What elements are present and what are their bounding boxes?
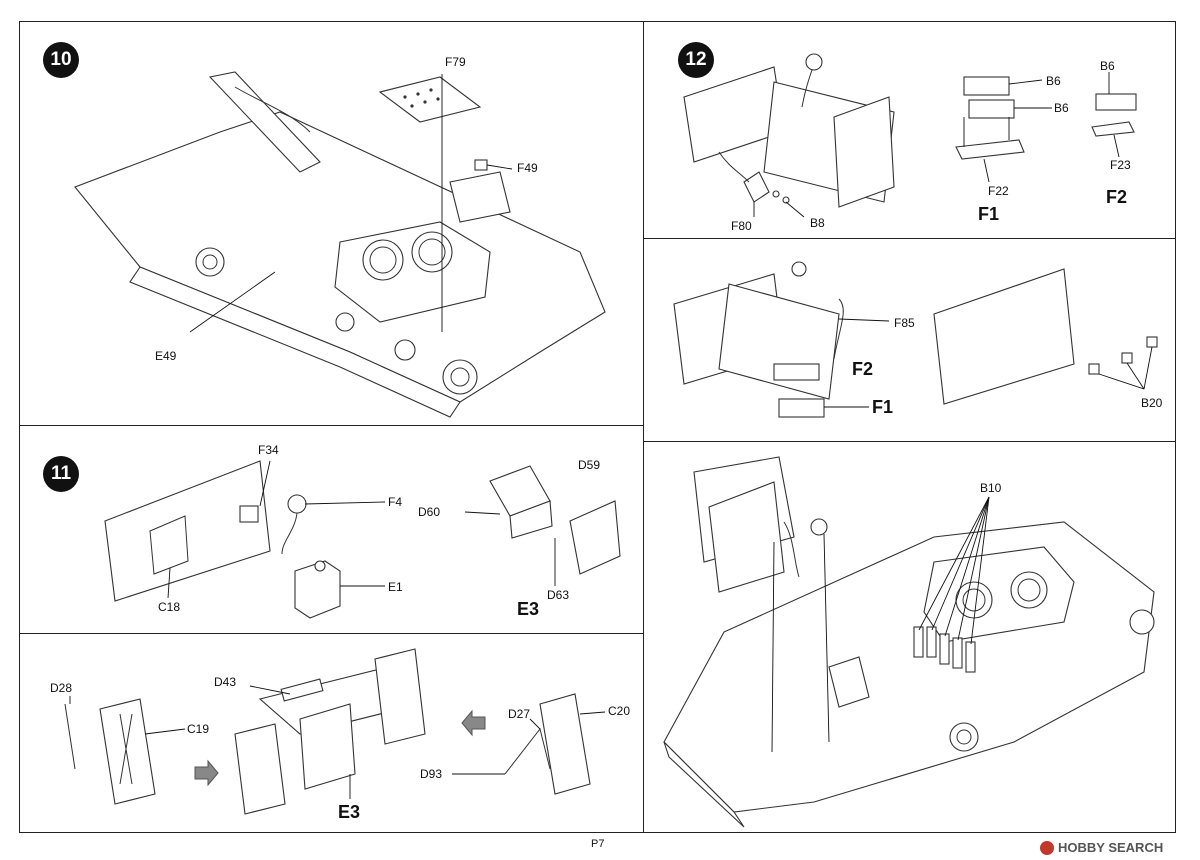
step-12-middle-drawing [673,261,1158,418]
completed-assembly-drawing [663,456,1155,828]
label-d59: D59 [578,458,601,472]
arrow-right-icon [194,759,219,787]
label-f1-step-12: F1 [978,204,1000,224]
hobby-search-logo [1040,840,1054,855]
label-d93: D93 [420,767,443,781]
step-12-drawing [683,53,1137,218]
step-11-number: 11 [43,456,79,492]
label-c20: C20 [608,704,631,718]
label-f80: F80 [731,219,752,233]
watermark-text: HOBBY SEARCH [1058,840,1164,855]
step-10-panel: 10 F79 F49 E49 [19,21,644,426]
label-f49: F49 [517,161,538,175]
label-d43: D43 [214,675,237,689]
label-d60: D60 [418,505,441,519]
label-b20: B20 [1141,396,1163,410]
label-e1: E1 [388,580,403,594]
label-e3-sub: E3 [338,802,361,822]
label-f85: F85 [894,316,915,330]
step-11-panel: 11 F34 F4 E1 C18 D60 D59 D63 E3 [19,425,644,635]
label-f34: F34 [258,443,279,457]
label-d27: D27 [508,707,531,721]
sub-assembly-panel-bottom-left: D28 C19 D43 E3 D27 C20 D93 [19,633,644,833]
label-d28: D28 [50,681,73,695]
label-d63: D63 [547,588,570,602]
label-c19: C19 [187,722,210,736]
label-b8: B8 [810,216,825,230]
watermark: HOBBY SEARCH [1040,840,1163,855]
label-b6-top: B6 [1046,74,1061,88]
label-e49: E49 [155,349,177,363]
label-f23: F23 [1110,158,1131,172]
label-f2-middle: F2 [852,359,874,379]
label-f2-step-12: F2 [1106,187,1128,207]
label-b6-right: B6 [1100,59,1115,73]
step-12-number: 12 [678,42,714,78]
label-f1-middle: F1 [872,397,894,417]
label-f4: F4 [388,495,403,509]
step-10-drawing [74,71,606,418]
step-11-drawing [104,460,621,619]
step-10-number: 10 [43,42,79,78]
completed-assembly-panel: B10 [643,441,1176,833]
label-b6-middle: B6 [1054,101,1069,115]
step-12-middle-panel: F85 F2 F1 B20 [643,238,1176,443]
label-e3-step-11: E3 [517,599,540,619]
label-f79: F79 [445,55,466,69]
arrow-left-icon [461,709,486,737]
label-c18: C18 [158,600,181,614]
label-f22: F22 [988,184,1009,198]
step-12-panel: 12 B6 B6 F22 F1 B6 F23 F2 F80 B8 [643,21,1176,241]
page-number: P7 [591,838,605,850]
label-b10: B10 [980,481,1002,495]
sub-assembly-drawing [64,648,606,815]
